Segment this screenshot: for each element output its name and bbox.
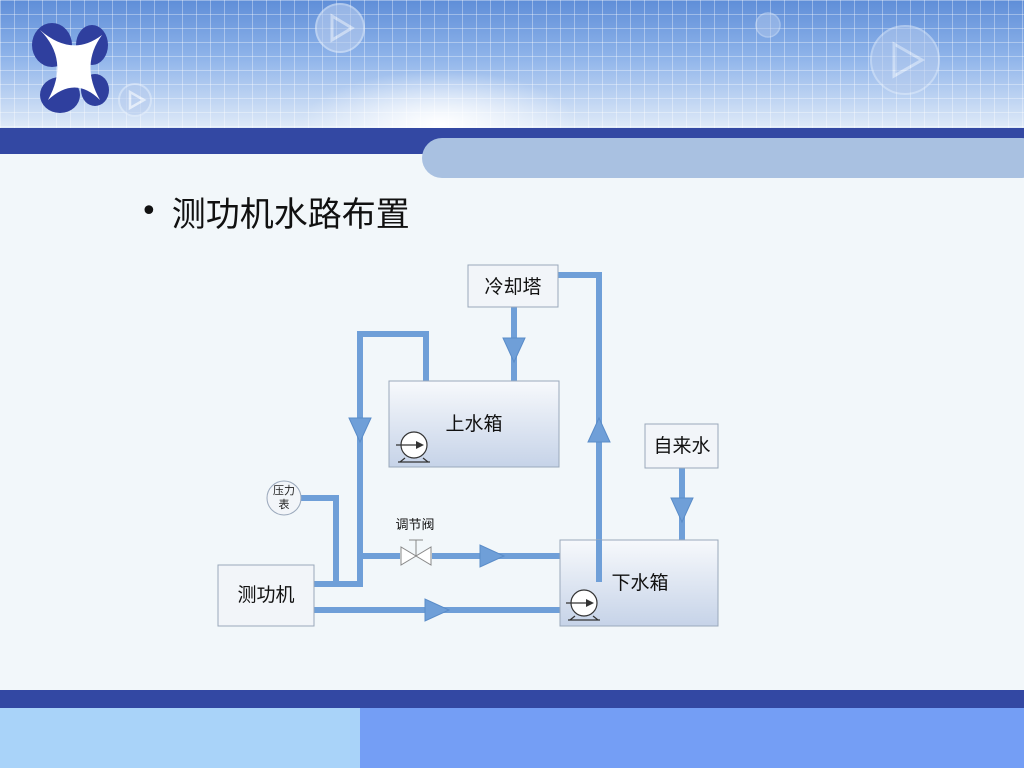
arrow-down-icon [670, 497, 694, 524]
lower-tank-label: 下水箱 [611, 572, 668, 594]
logo-icon [32, 23, 109, 113]
upper-tank-box: 上水箱 [388, 380, 560, 468]
cooling-tower-label: 冷却塔 [484, 276, 541, 298]
tap-water-box: 自来水 [644, 423, 719, 469]
play-circle-icon [315, 3, 365, 53]
bullet: • [140, 193, 158, 229]
slide-title: • 测功机水路布置 [140, 186, 410, 236]
pressure-gauge: 压力 表 [266, 480, 302, 516]
tap-water-label: 自来水 [653, 435, 710, 457]
arrow-down-icon [502, 337, 526, 364]
lower-tank-box: 下水箱 [559, 539, 719, 627]
pump-icon [396, 431, 430, 463]
arrow-right-icon [424, 598, 451, 622]
footer-divider-bar [0, 690, 1024, 708]
title-text: 测功机水路布置 [171, 194, 410, 235]
cooling-tower-box: 冷却塔 [467, 264, 559, 308]
dynamometer-label: 测功机 [237, 584, 294, 606]
arrow-up-icon [587, 416, 611, 443]
header-banner [0, 0, 1024, 128]
play-circle-icon [870, 25, 940, 95]
flow-arrows [348, 337, 694, 622]
footer-right-panel [360, 708, 1024, 768]
pump-icon [566, 589, 600, 621]
footer-left-panel [0, 708, 360, 768]
regulating-valve: 调节阀 [395, 518, 435, 566]
play-circle-icon [755, 12, 781, 38]
pipe-upper-tank-to-dyno [314, 331, 429, 587]
play-circle-icon [118, 83, 152, 117]
arrow-down-icon [348, 417, 372, 444]
valve-icon [400, 539, 432, 566]
dynamometer-box: 测功机 [217, 564, 315, 627]
pressure-gauge-label-line1: 压力 [273, 484, 295, 497]
banner-decorations [32, 3, 940, 117]
regulating-valve-label: 调节阀 [395, 518, 434, 533]
pipe-lower-tank-to-cooling [558, 272, 602, 582]
arrow-right-icon [479, 544, 506, 568]
upper-tank-label: 上水箱 [445, 413, 502, 435]
pressure-gauge-label-line2: 表 [279, 497, 290, 511]
header-pill [422, 138, 1024, 178]
pipe-pressure-gauge [300, 495, 339, 584]
